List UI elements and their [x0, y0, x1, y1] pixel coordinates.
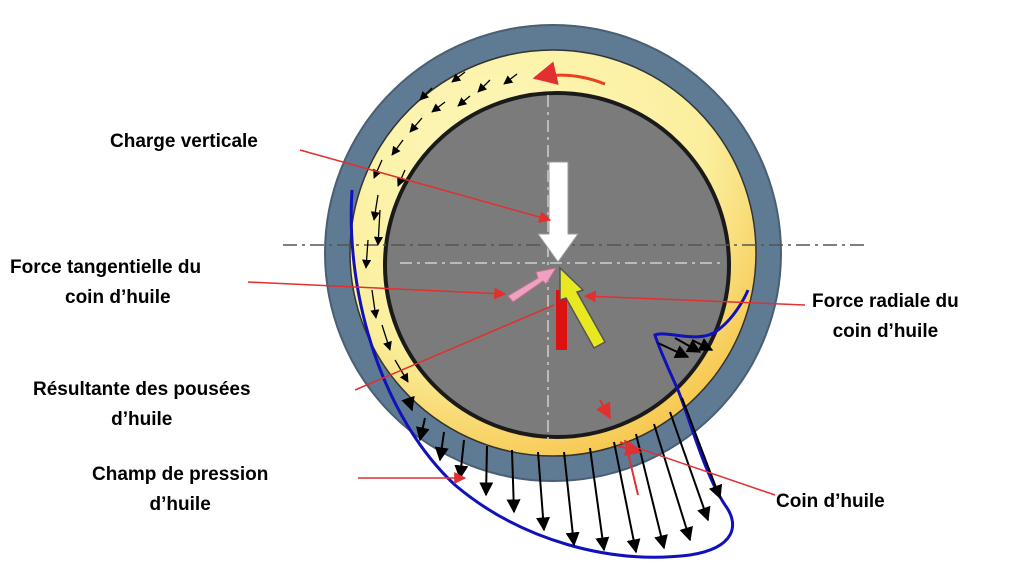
oil-wedge-marks: [596, 399, 642, 496]
resultant-bar: [556, 290, 567, 350]
label-pressure-field: Champ de pression d’huile: [92, 464, 269, 515]
leader-lines: [247, 149, 806, 496]
oil-flow-arrows: [362, 71, 518, 383]
label-tangential-force: Force tangentielle du coin d’huile: [10, 257, 202, 308]
tangential-force-arrow: [507, 267, 558, 303]
label-resultant: Résultante des pousées d’huile: [33, 379, 251, 430]
rotation-arrow: [532, 61, 606, 86]
radial-force-arrow: [559, 266, 607, 350]
center-lines: [283, 95, 865, 440]
shaft: [383, 91, 731, 439]
label-oil-wedge: Coin d’huile: [776, 491, 885, 512]
label-vertical-load: Charge verticale: [110, 131, 258, 152]
label-radial-force: Force radiale du coin d’huile: [812, 291, 959, 342]
vertical-load-arrow: [537, 161, 579, 263]
